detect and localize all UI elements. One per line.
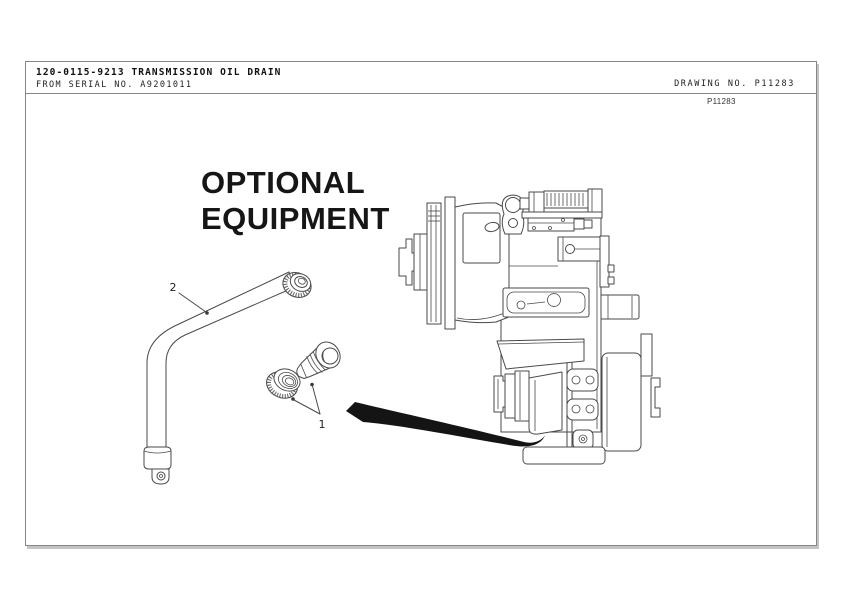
callout-1: 1 [291, 382, 326, 431]
callout-1-dot-nut [291, 397, 295, 401]
drawing-sheet: 120-0115-9213 TRANSMISSION OIL DRAIN FRO… [25, 61, 817, 546]
heading-line-2: EQUIPMENT [201, 201, 390, 236]
drain-tube-drawing [143, 271, 312, 485]
parts-figure: 2 1 [143, 188, 661, 485]
optional-equipment-heading: OPTIONAL EQUIPMENT [201, 165, 390, 237]
callout-1-label: 1 [319, 418, 326, 431]
fitting-nut-drawing [266, 368, 301, 399]
part-title: 120-0115-9213 TRANSMISSION OIL DRAIN [36, 67, 282, 78]
pointer-arrow-icon [346, 402, 545, 447]
callout-2-dot [205, 311, 209, 315]
serial-number-line: FROM SERIAL NO. A9201011 [36, 80, 193, 90]
header-left-block: 120-0115-9213 TRANSMISSION OIL DRAIN FRO… [36, 67, 282, 90]
heading-line-1: OPTIONAL [201, 165, 366, 200]
fitting-plug-drawing [296, 341, 341, 379]
callout-2-label: 2 [170, 281, 177, 294]
callout-2: 2 [170, 281, 209, 315]
callout-1-dot-plug [310, 382, 314, 387]
figure-ref-number: P11283 [707, 97, 736, 106]
sheet-header: 120-0115-9213 TRANSMISSION OIL DRAIN FRO… [26, 62, 816, 94]
drawing-number: DRAWING NO. P11283 [674, 79, 795, 89]
transmission-assembly-drawing [398, 188, 661, 465]
